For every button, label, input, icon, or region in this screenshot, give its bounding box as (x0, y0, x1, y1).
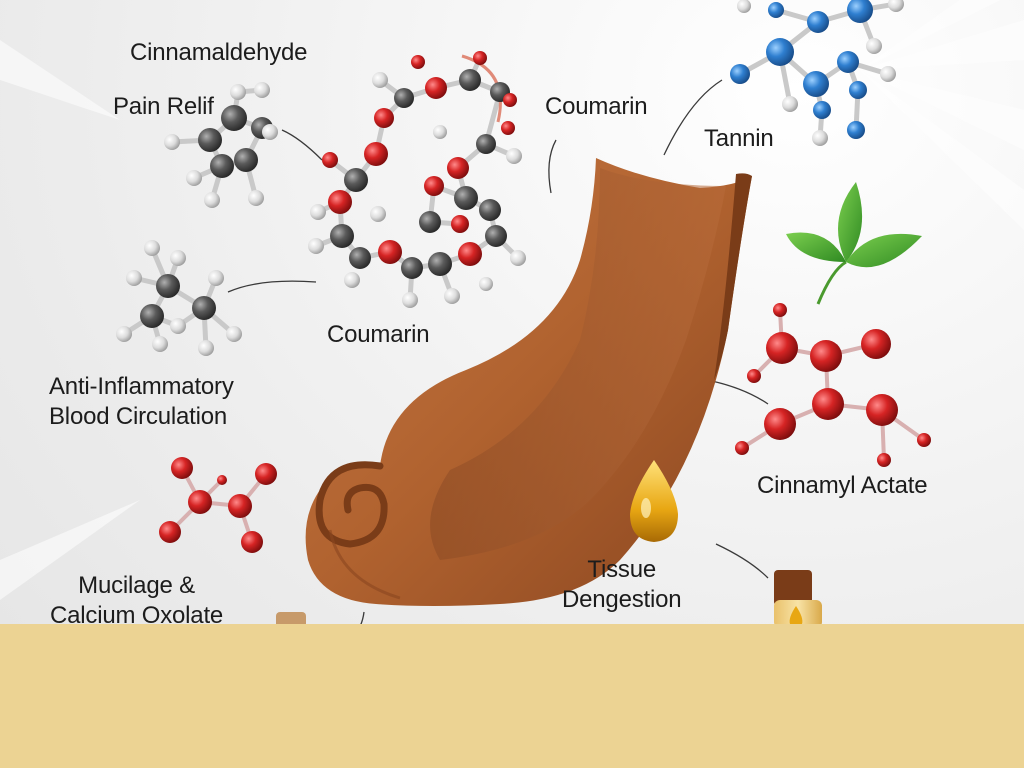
oil-drop-icon (630, 460, 678, 542)
pain-relief-label: Pain Relif (113, 93, 214, 120)
coumarin-mid-label: Coumarin (327, 321, 430, 348)
tissue-label: Tissue Dengestion (562, 556, 682, 613)
cinnamon-stick-icon (305, 158, 752, 606)
footer-band (0, 624, 1024, 768)
anti-inflammatory-label: Anti-Inflammatory Blood Circulation (49, 373, 234, 430)
cinnamaldehyde-molecule (308, 51, 526, 308)
tannin-molecule (730, 0, 904, 146)
mucilage-label: Mucilage & Calcium Oxolate (50, 572, 224, 629)
mucilage-molecule (159, 457, 277, 553)
cinnamyl-acetate-label: Cinnamyl Actate (757, 472, 928, 499)
light-rays (0, 0, 1024, 600)
anti-inflammatory-molecule (116, 240, 242, 356)
cinnamaldehyde-label: Cinnamaldehyde (130, 39, 308, 66)
pain-relief-molecule (164, 82, 278, 208)
green-leaf-icon (786, 182, 922, 305)
essential-oil-vial-icon (774, 570, 822, 628)
tannin-label: Tannin (704, 125, 774, 152)
cinnamyl-acetate-molecule (735, 303, 931, 467)
coumarin-top-label: Coumarin (545, 93, 648, 120)
